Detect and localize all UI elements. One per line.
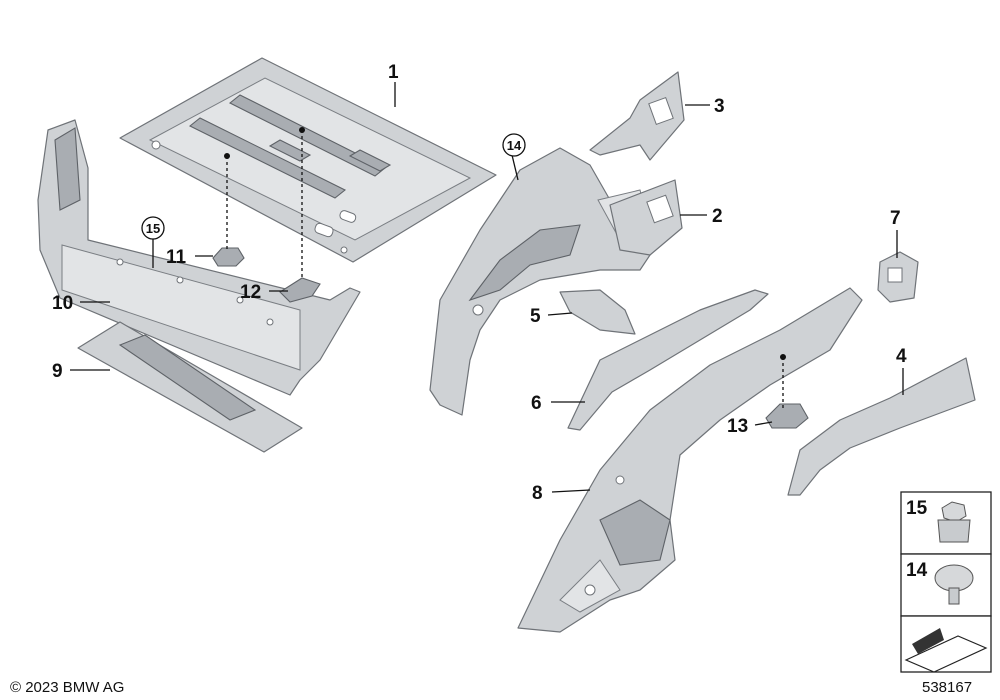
legend-item-14-label: 14 xyxy=(906,560,928,581)
callout-5: 5 xyxy=(530,306,541,327)
callout-11: 11 xyxy=(166,247,187,268)
callout-15-circle: 15 xyxy=(141,216,165,240)
support-bracket-3-part xyxy=(589,71,685,161)
nut-icon xyxy=(937,501,971,543)
callout-2: 2 xyxy=(712,206,723,227)
bolt-icon xyxy=(934,564,974,605)
callout-14-circle: 14 xyxy=(502,133,526,157)
callout-4: 4 xyxy=(896,346,907,367)
floor-panel-part xyxy=(119,57,497,263)
callout-10: 10 xyxy=(52,293,73,314)
rear-cross-member-part xyxy=(37,119,361,396)
bracket-5-part xyxy=(559,289,636,335)
callout-14: 14 xyxy=(507,138,522,153)
callout-3: 3 xyxy=(714,96,725,117)
copyright-text: © 2023 BMW AG xyxy=(10,679,124,696)
legend-item-15-label: 15 xyxy=(906,498,928,519)
callout-1: 1 xyxy=(388,62,399,83)
callout-6: 6 xyxy=(531,393,542,414)
support-bracket-2-part xyxy=(609,179,683,256)
leader-lines xyxy=(70,82,904,493)
rear-panel-plate-part xyxy=(77,321,303,453)
callout-7: 7 xyxy=(890,208,901,229)
side-rail-4-part xyxy=(787,357,976,496)
bracket-12-part xyxy=(279,277,321,303)
rear-side-member-part xyxy=(517,287,863,633)
longitudinal-member-6-part xyxy=(567,289,769,431)
bracket-13-part xyxy=(765,403,809,429)
callout-13: 13 xyxy=(727,416,748,437)
bracket-7-part xyxy=(877,251,919,303)
callout-9: 9 xyxy=(52,361,63,382)
diagram-id: 538167 xyxy=(922,679,972,696)
callout-15: 15 xyxy=(146,221,160,236)
bracket-11-part xyxy=(212,247,245,267)
fastener-legend: 15 14 xyxy=(900,491,992,673)
callout-12: 12 xyxy=(240,282,261,303)
callout-8: 8 xyxy=(532,483,543,504)
direction-arrow-icon xyxy=(904,628,988,673)
